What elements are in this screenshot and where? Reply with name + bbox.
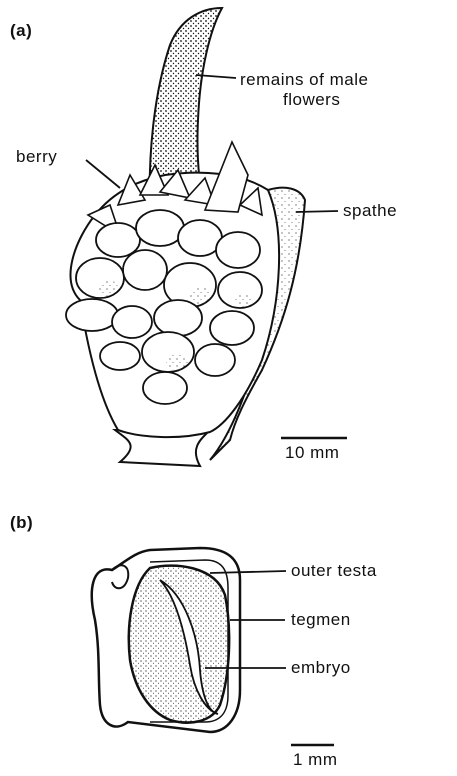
label-berry: berry (16, 148, 57, 166)
label-remains-line2: flowers (283, 91, 340, 109)
berry-9 (66, 299, 118, 331)
berry-15 (195, 344, 235, 376)
label-remains-line1: remains of male (240, 71, 368, 89)
scale-label-a: 10 mm (285, 444, 339, 462)
berry-4 (216, 232, 260, 268)
panel-a-fruiting-spadix: (a) (0, 0, 457, 480)
label-embryo: embryo (291, 659, 351, 677)
leader-spathe (296, 211, 338, 212)
berry-13 (100, 342, 140, 370)
berry-16 (143, 372, 187, 404)
seed-illustration (0, 500, 457, 776)
berry-2 (136, 210, 184, 246)
berry-12 (210, 311, 254, 345)
berry-1 (96, 223, 140, 257)
label-spathe: spathe (343, 202, 397, 220)
panel-b-seed-section: (b) outer testa tegmen embryo 1 mm (0, 500, 457, 776)
scale-label-b: 1 mm (293, 751, 338, 769)
leader-berry (86, 160, 120, 188)
berry-11 (154, 300, 202, 336)
spadix-illustration (0, 0, 457, 480)
label-outer-testa: outer testa (291, 562, 377, 580)
berry-6 (123, 250, 167, 290)
berry-10 (112, 306, 152, 338)
label-tegmen: tegmen (291, 611, 351, 629)
tegmen-region (129, 566, 229, 723)
